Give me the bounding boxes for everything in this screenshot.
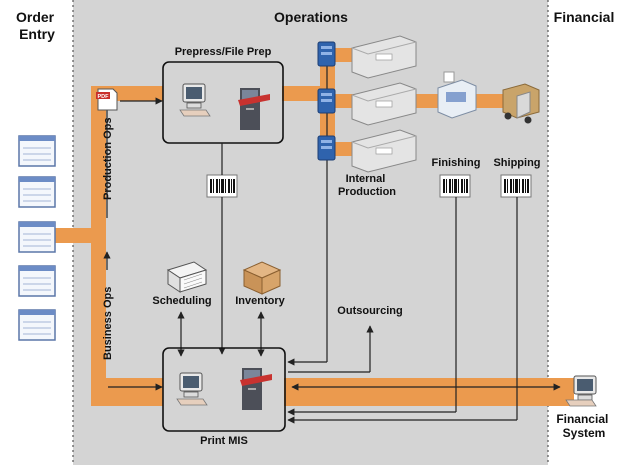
barcode-icon (439, 174, 471, 198)
order-form-icon (18, 221, 56, 253)
prepress-box (162, 61, 284, 144)
internal-production-label: Internal Production (338, 173, 396, 198)
financial-workstation-icon (565, 375, 597, 407)
digital-press-icon (351, 35, 417, 79)
financial-header: Financial (554, 9, 615, 25)
digital-presses (351, 35, 417, 173)
inventory-label: Inventory (235, 295, 285, 307)
barcode-icon (206, 174, 238, 198)
business-ops-label: Business Ops (102, 287, 114, 360)
order-form-icon (18, 176, 56, 208)
print-mis-label: Print MIS (200, 435, 248, 447)
print-mis-box (162, 347, 286, 432)
production-ops-label: Production Ops (102, 118, 114, 201)
financial-system-label: Financial System (556, 412, 611, 440)
shipping-label: Shipping (493, 157, 540, 169)
order-form-icon (18, 135, 56, 167)
print-server-icon (317, 88, 336, 114)
print-server-icon (317, 135, 336, 161)
mis-terminal-icon (240, 368, 272, 410)
order-form-icon (18, 309, 56, 341)
order-form-icon (18, 265, 56, 297)
order-forms (18, 135, 56, 341)
print-servers (317, 41, 336, 161)
workstation-icon (179, 83, 211, 117)
pdf-document-icon: PDF (96, 88, 118, 111)
barcode-icon (500, 174, 532, 198)
rip-terminal-icon (238, 88, 270, 130)
outsourcing-label: Outsourcing (337, 305, 402, 317)
digital-press-icon (351, 129, 417, 173)
scheduling-label: Scheduling (152, 295, 211, 307)
inventory-boxes-icon (242, 261, 282, 295)
order-entry-header: Order Entry (16, 9, 58, 42)
prepress-label: Prepress/File Prep (175, 46, 272, 58)
delivery-truck-icon (502, 83, 540, 124)
workstation-icon (176, 372, 208, 406)
calendar-icon (166, 261, 208, 293)
operations-header: Operations (274, 9, 348, 25)
finishing-label: Finishing (432, 157, 481, 169)
print-server-icon (317, 41, 336, 67)
finishing-machine-icon (437, 71, 477, 119)
digital-press-icon (351, 82, 417, 126)
svg-text:PDF: PDF (98, 94, 110, 100)
